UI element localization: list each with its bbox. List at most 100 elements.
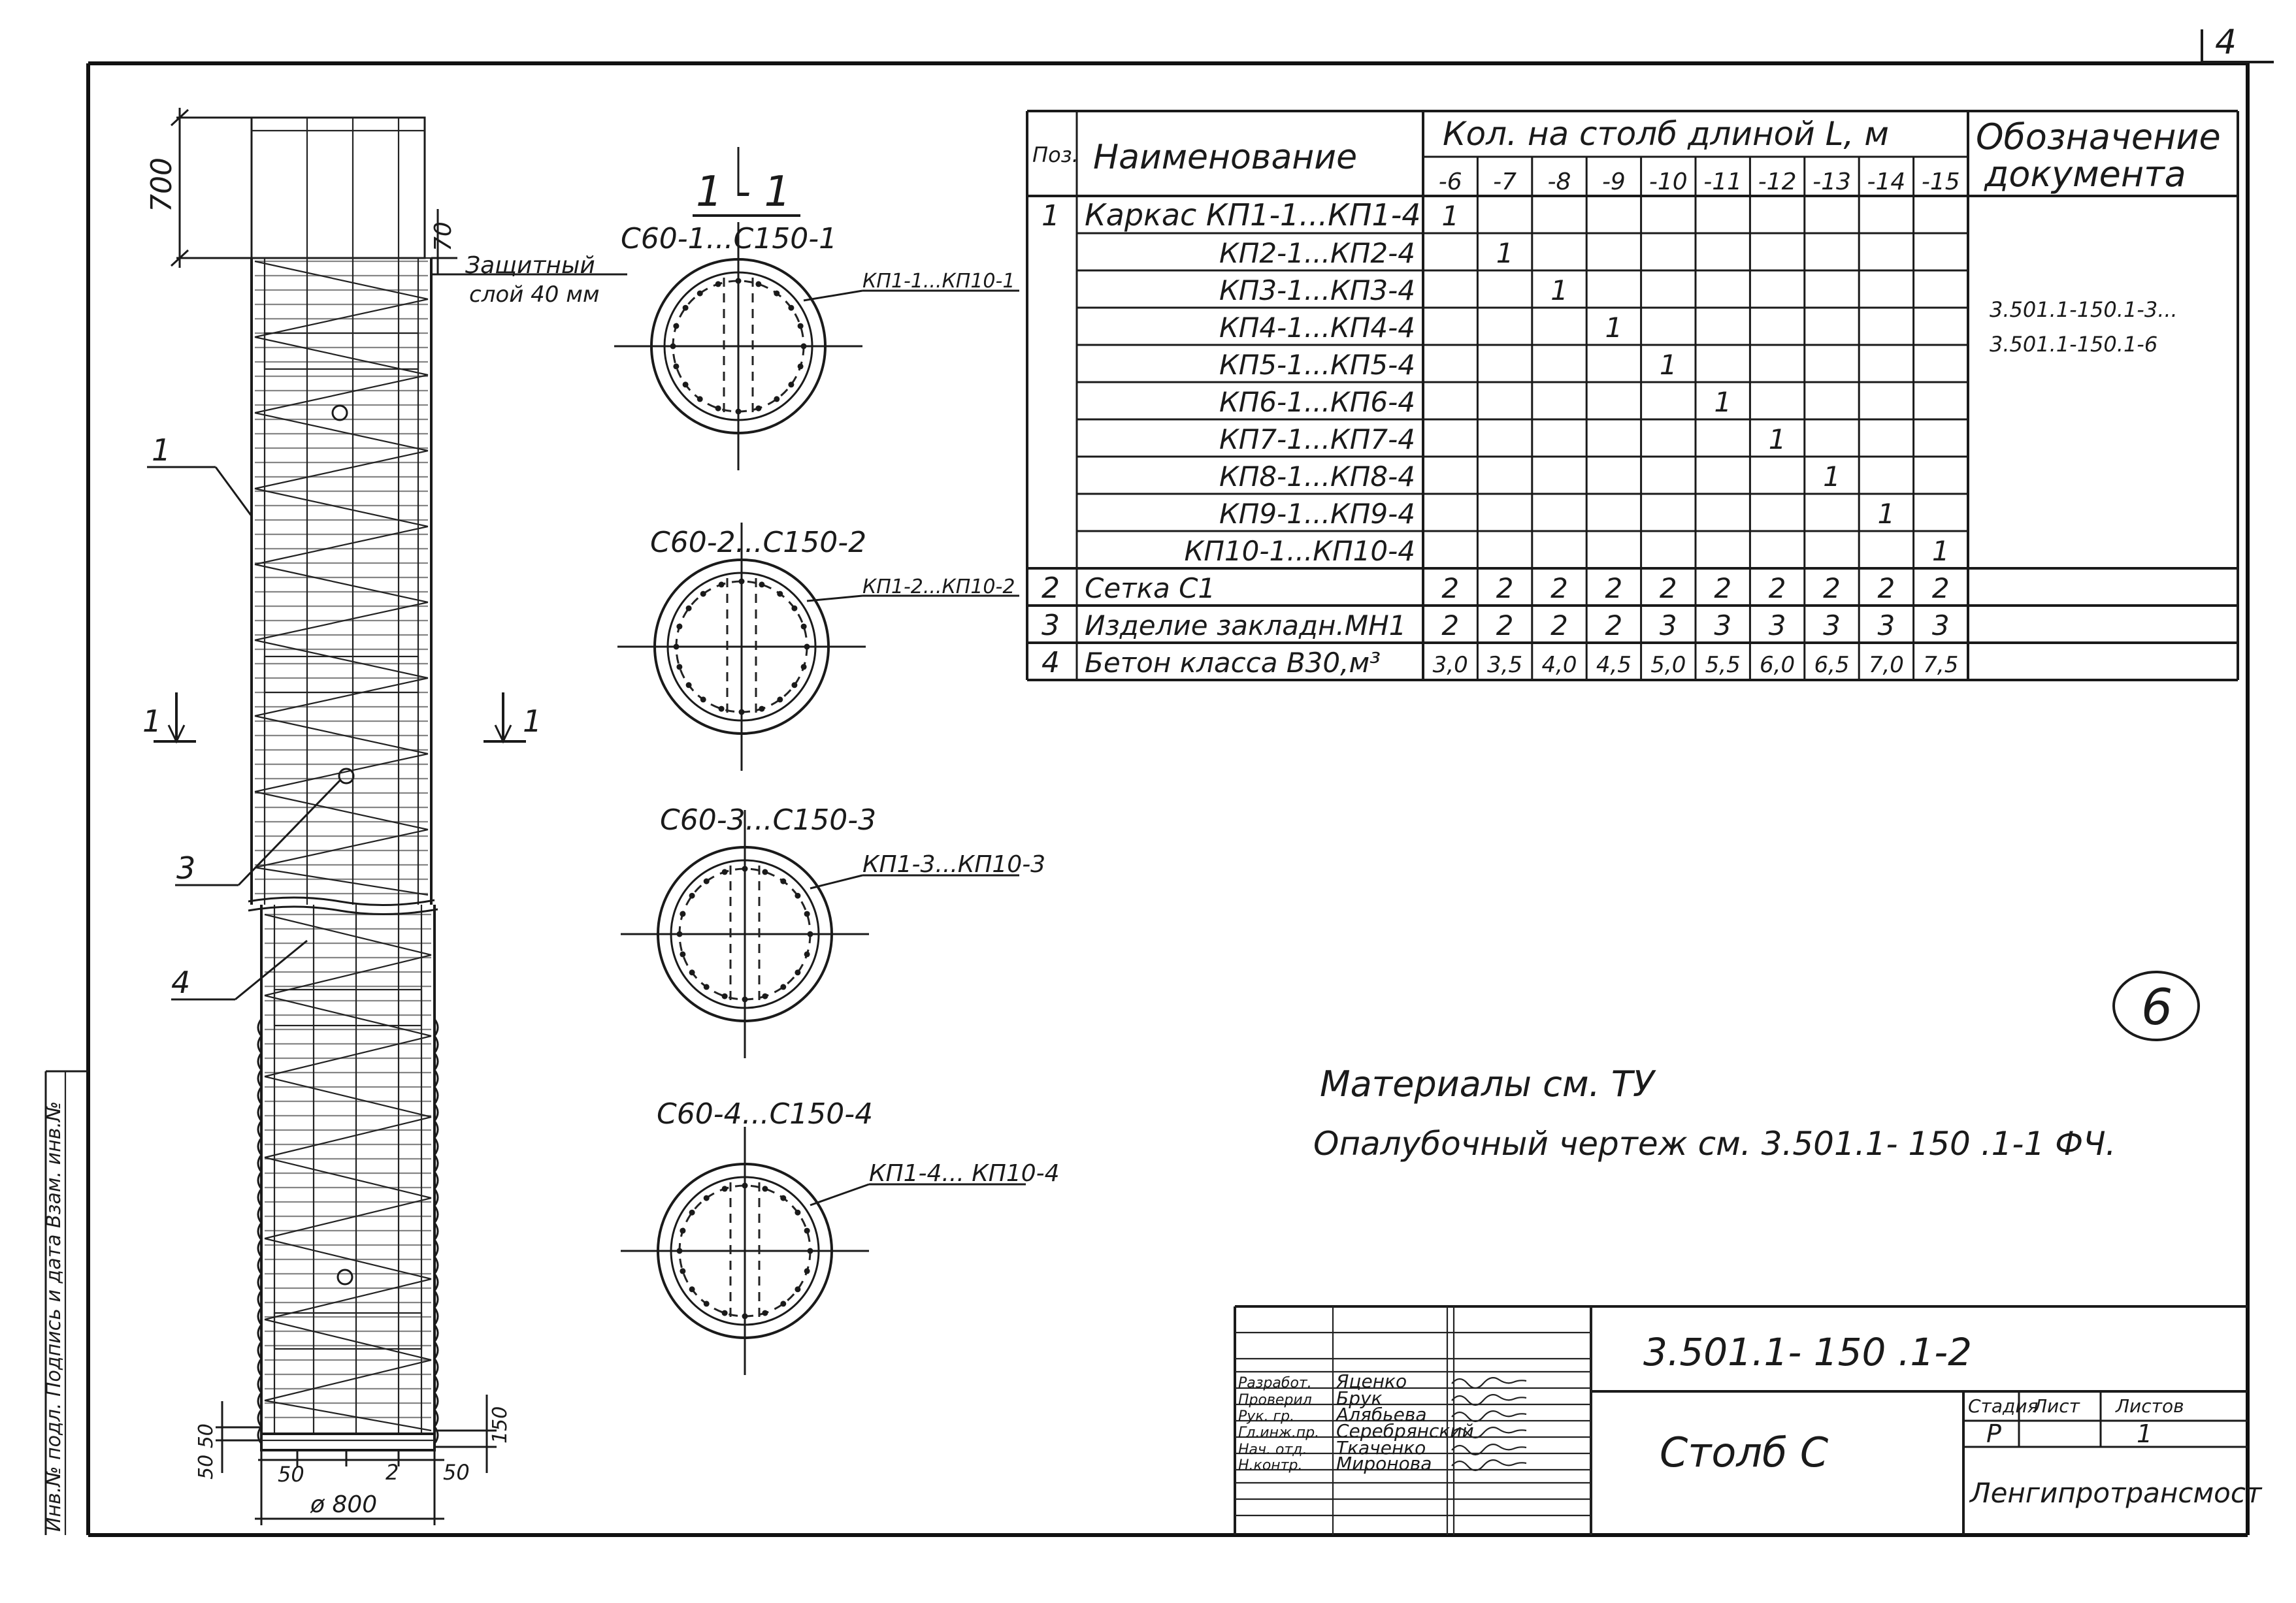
title-role: Гл.инж.пр. <box>1238 1425 1319 1441</box>
section-view-2 <box>617 523 1019 771</box>
corrugation-left <box>257 1018 263 1444</box>
title-block-grid <box>1234 1305 2248 1535</box>
row-qty-cell: 2 <box>1714 572 1731 604</box>
row-qty-cell: 6,0 <box>1760 652 1795 678</box>
rebar-dot <box>715 405 721 412</box>
rebar-dot <box>670 343 676 349</box>
side-stamp: Инв.№ подл. Подпись и дата Взам. инв.№ <box>42 1070 88 1535</box>
rebar-dot <box>780 984 787 990</box>
dim-base-left: 50 50 <box>195 1423 218 1480</box>
rebar-dot <box>762 1186 768 1192</box>
rebar-dot <box>774 290 780 297</box>
row-name: КП7-1...КП7-4 <box>1219 423 1415 455</box>
rebar-dot <box>807 931 813 937</box>
side-stamp-text: Инв.№ подл. Подпись и дата Взам. инв.№ <box>42 1101 65 1532</box>
title-person: Серебрянский <box>1336 1420 1474 1442</box>
sheet-frame <box>86 29 2274 1537</box>
signature-scribble <box>1451 1459 1527 1472</box>
row-qty-cell: 2 <box>1605 572 1623 604</box>
rebar-dot <box>685 605 692 611</box>
signature-scribble <box>1451 1410 1527 1423</box>
row-name: КП10-1...КП10-4 <box>1185 535 1416 567</box>
row-qty-cell: 6,5 <box>1814 652 1849 678</box>
section-3-label: С60-3...С150-3 <box>660 803 876 837</box>
row-qty-cell: 5,0 <box>1650 652 1686 678</box>
title-designation: 3.501.1- 150 .1-2 <box>1643 1330 1972 1374</box>
row-qty-cell: 3 <box>1660 609 1677 641</box>
rebar-dot <box>804 643 810 650</box>
rebar-dot <box>680 951 686 958</box>
title-role: Нач. отд. <box>1238 1442 1307 1458</box>
rebar-dot <box>697 396 703 402</box>
row-name: Бетон класса В30,м³ <box>1085 647 1381 679</box>
rebar-dot <box>759 705 765 712</box>
section-marks <box>154 692 526 744</box>
rebar-dot <box>807 1248 813 1254</box>
dim-base-right: 50 <box>443 1460 470 1485</box>
row-qty-cell: 5,5 <box>1705 652 1741 678</box>
section-views <box>614 147 1026 1375</box>
circle-mark-text: 6 <box>2141 978 2173 1036</box>
protective-layer-line2: слой 40 мм <box>469 282 600 308</box>
rebar-dot <box>673 363 680 370</box>
header-doc-line1: Обозначение <box>1976 116 2221 157</box>
row-pos: 4 <box>1041 646 1060 679</box>
section-2-ref: КП1-2...КП10-2 <box>862 575 1015 598</box>
row-qty-cell: 7,5 <box>1923 652 1958 678</box>
rebar-dot <box>721 869 728 875</box>
position-label-3: 3 <box>176 850 195 886</box>
row-pos: 1 <box>1041 199 1060 233</box>
row-qty-cell: 2 <box>1496 572 1514 604</box>
rebar-dot <box>797 323 804 329</box>
row-qty-cell: 2 <box>1496 609 1514 641</box>
rebar-dot <box>680 911 686 917</box>
rebar-dot <box>777 591 783 597</box>
row-qty-cell: 2 <box>1441 572 1459 604</box>
title-person: Брук <box>1336 1387 1383 1409</box>
organization: Ленгипротрансмост <box>1969 1477 2263 1509</box>
rebar-dot <box>721 993 728 999</box>
rebar-dot <box>780 1301 787 1307</box>
title-role: Рук. гр. <box>1238 1408 1294 1425</box>
row-qty-cell: 1 <box>1932 535 1950 567</box>
length-col-9: -9 <box>1602 169 1626 195</box>
rebar-dot <box>721 1186 728 1192</box>
rebar-dot <box>689 1209 695 1216</box>
row-qty-cell: 2 <box>1769 572 1786 604</box>
title-person: Яценко <box>1336 1370 1407 1392</box>
rebar-dot <box>735 408 742 415</box>
rebar-dot <box>791 605 798 611</box>
rebar-dot <box>762 1310 768 1316</box>
rebar-dot <box>804 951 810 958</box>
title-person: Ткаченко <box>1336 1437 1426 1459</box>
section-4-label: С60-4...С150-4 <box>657 1097 873 1131</box>
section-view-1 <box>614 222 1019 470</box>
signature-scribble <box>1451 1426 1527 1439</box>
rebar-dot <box>762 993 768 999</box>
length-col-11: -11 <box>1703 169 1742 195</box>
rebar-dot <box>703 1195 710 1201</box>
row-qty-cell: 2 <box>1878 572 1895 604</box>
rebar-dot <box>800 664 807 670</box>
rebar-dot <box>700 696 706 703</box>
rebar-dot <box>795 1209 801 1216</box>
section-2-label: С60-2...С150-2 <box>650 526 866 559</box>
row-name: КП3-1...КП3-4 <box>1219 274 1415 306</box>
rebar-dot <box>673 643 680 650</box>
circle-mark <box>2112 971 2200 1041</box>
rebar-dot <box>800 623 807 630</box>
row-name: Изделие закладн.МН1 <box>1085 609 1406 641</box>
title-role: Разработ. <box>1238 1375 1312 1391</box>
section-4-ref: КП1-4... КП10-4 <box>869 1160 1060 1187</box>
rebar-dot <box>777 696 783 703</box>
row-qty-cell: 3 <box>1769 609 1786 641</box>
row-qty-cell: 2 <box>1932 572 1950 604</box>
dim-top-700: 700 <box>145 157 178 212</box>
rebar-dot <box>804 1268 810 1274</box>
rebar-dot <box>703 878 710 884</box>
doc-ref-1: 3.501.1-150.1-3... <box>1990 297 2178 322</box>
length-col-8: -8 <box>1548 169 1571 195</box>
row-name: КП9-1...КП9-4 <box>1219 498 1415 530</box>
row-qty-cell: 4,0 <box>1541 652 1577 678</box>
sheet-number: 4 <box>2215 23 2237 62</box>
